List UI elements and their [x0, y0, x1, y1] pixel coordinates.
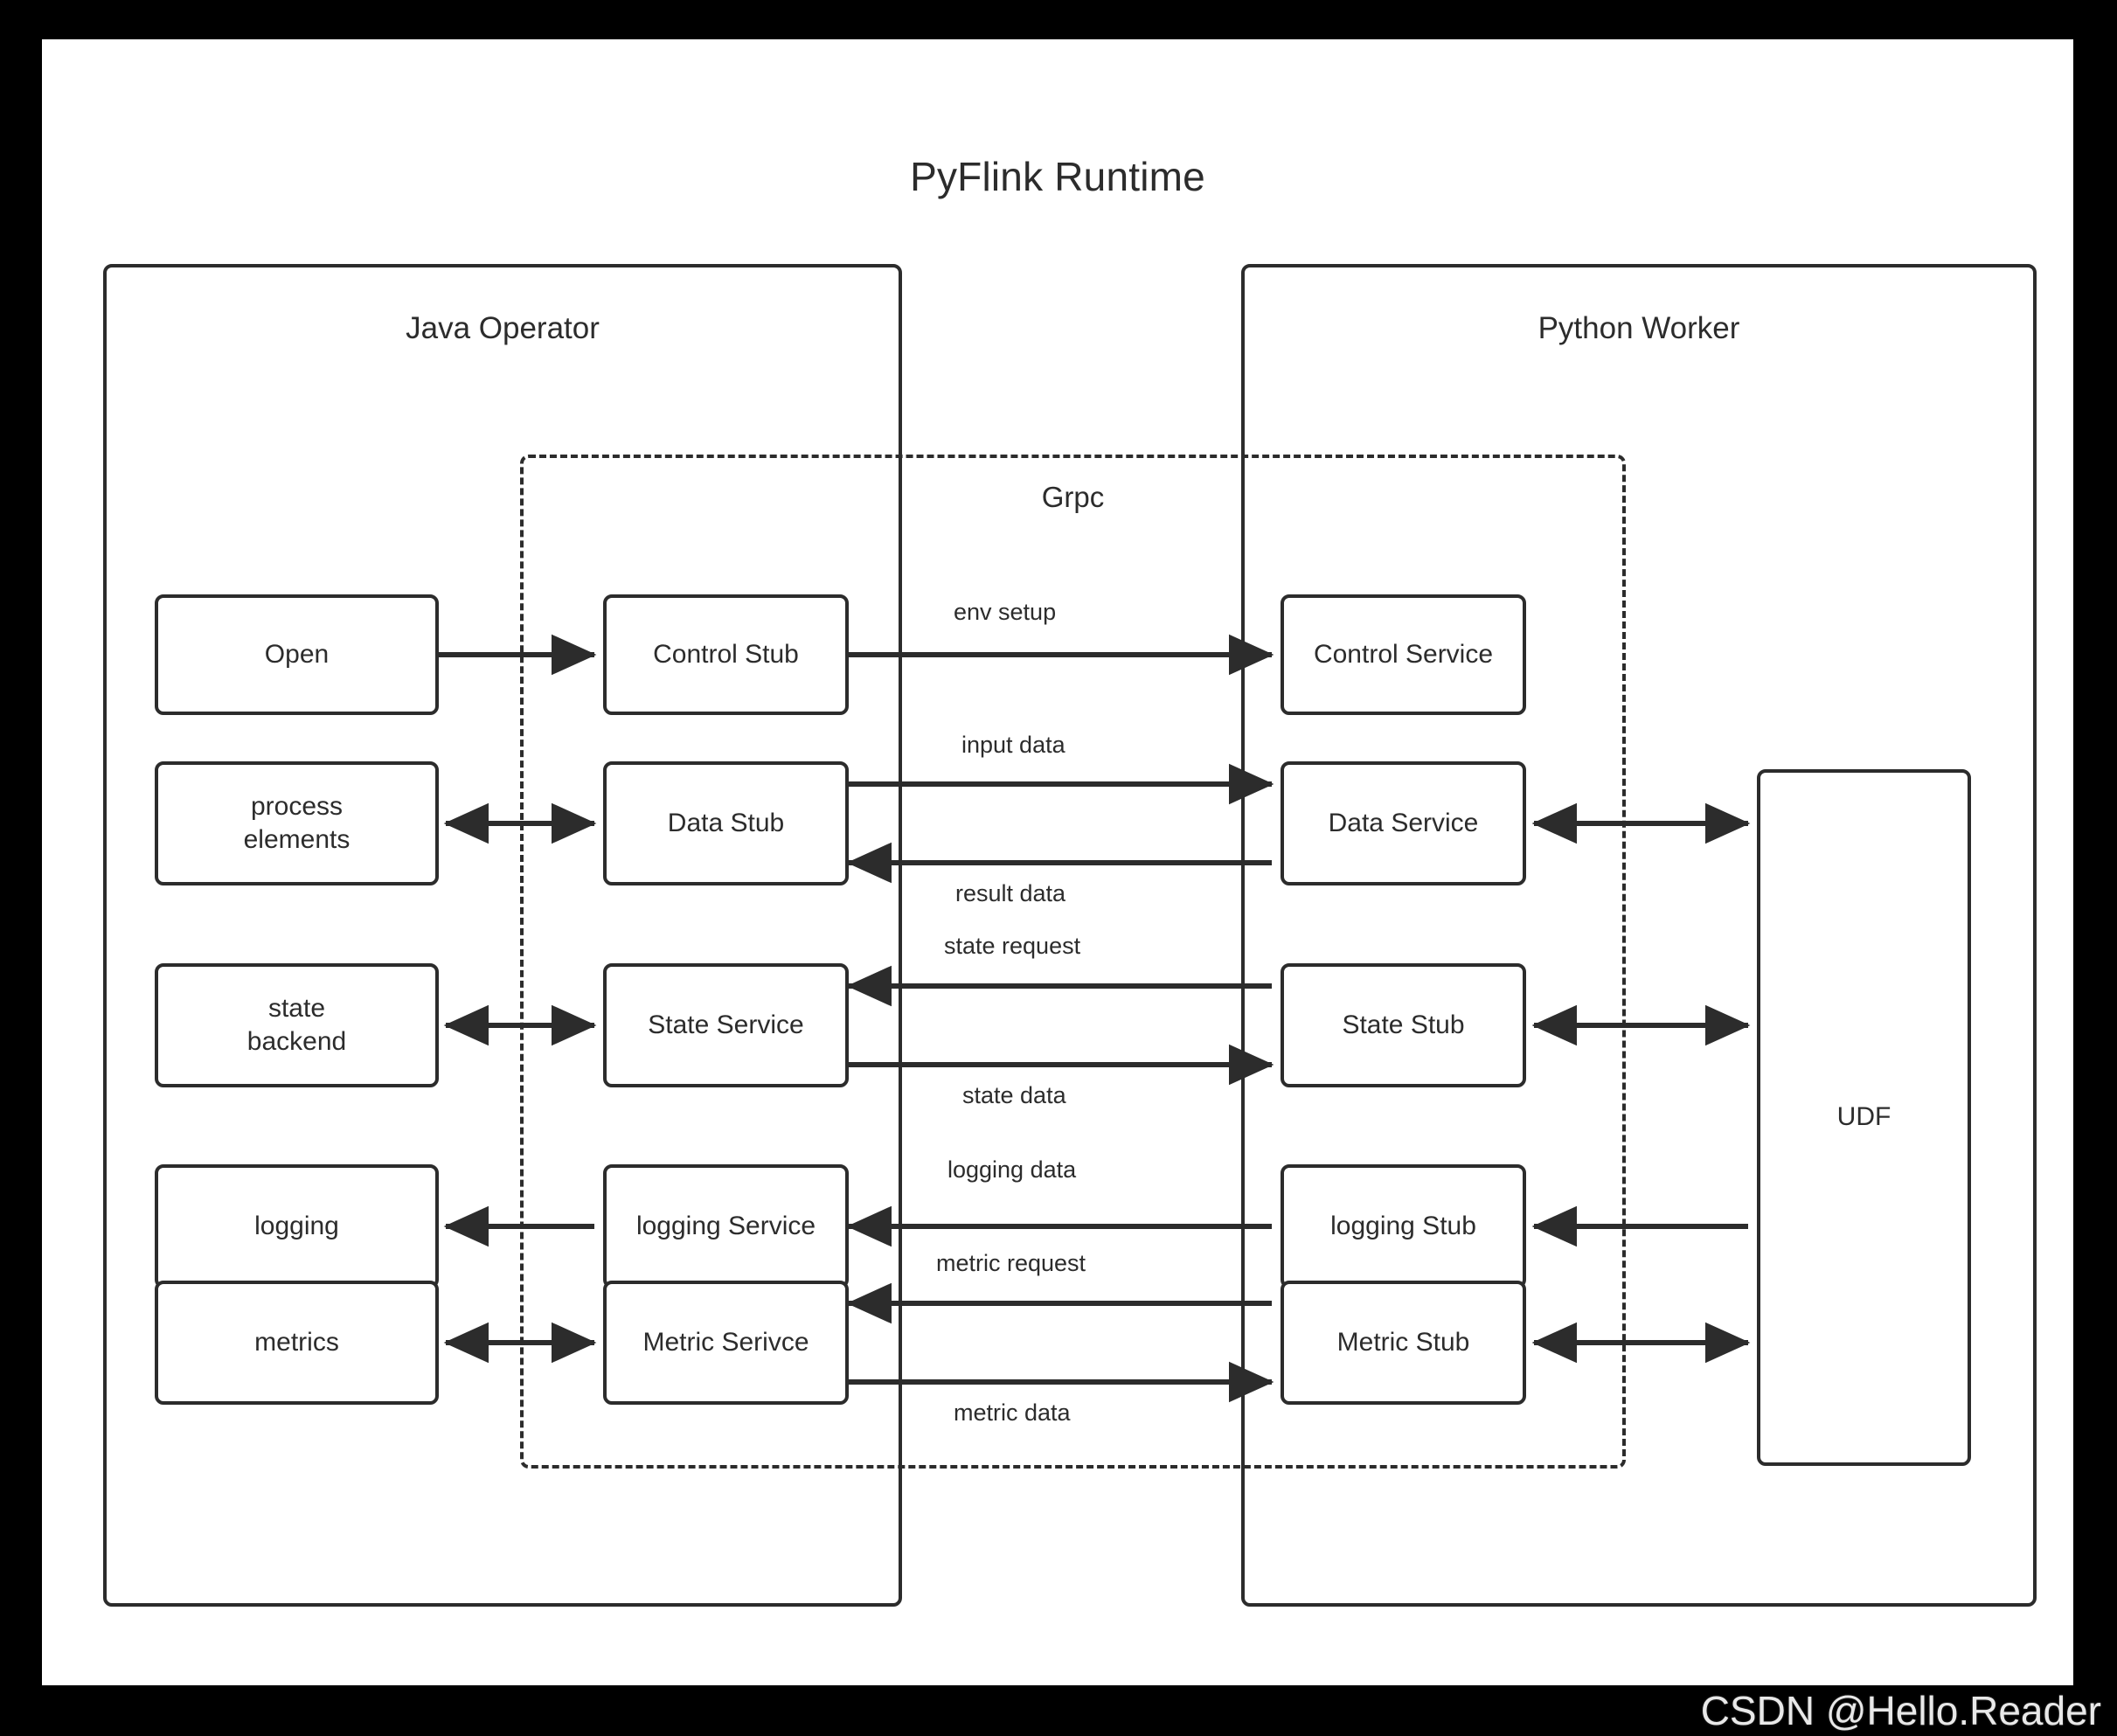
node-process-elements-label: process elements: [243, 791, 351, 854]
node-state-service[interactable]: State Service: [603, 963, 849, 1087]
node-data-service-label: Data Service: [1328, 808, 1479, 837]
node-udf[interactable]: UDF: [1757, 769, 1971, 1466]
node-metrics[interactable]: metrics: [155, 1281, 439, 1405]
edge-label-metric-data: metric data: [954, 1399, 1071, 1426]
node-metric-service-label: Metric Serivce: [642, 1327, 809, 1357]
node-logging-stub[interactable]: logging Stub: [1281, 1164, 1526, 1288]
node-state-backend-label: state backend: [246, 993, 347, 1056]
node-control-stub[interactable]: Control Stub: [603, 594, 849, 715]
node-logging-label: logging: [254, 1211, 339, 1240]
node-metric-stub[interactable]: Metric Stub: [1281, 1281, 1526, 1405]
edge-label-logging-data: logging data: [947, 1156, 1077, 1183]
node-state-service-label: State Service: [648, 1010, 804, 1039]
node-logging-service[interactable]: logging Service: [603, 1164, 849, 1288]
node-metric-stub-label: Metric Stub: [1336, 1327, 1470, 1357]
grpc-label: Grpc: [1041, 481, 1105, 513]
node-data-stub[interactable]: Data Stub: [603, 761, 849, 885]
node-control-service-label: Control Service: [1313, 639, 1494, 669]
edge-label-env-setup: env setup: [954, 599, 1057, 625]
node-data-service[interactable]: Data Service: [1281, 761, 1526, 885]
node-control-service[interactable]: Control Service: [1281, 594, 1526, 715]
edge-label-metric-request: metric request: [936, 1250, 1086, 1276]
watermark: CSDN @Hello.Reader: [1700, 1688, 2101, 1733]
node-control-stub-label: Control Stub: [653, 639, 799, 669]
panel-python-worker-label: Python Worker: [1537, 311, 1740, 345]
node-metric-service[interactable]: Metric Serivce: [603, 1281, 849, 1405]
edge-label-state-request: state request: [944, 933, 1081, 959]
node-open[interactable]: Open: [155, 594, 439, 715]
node-logging-service-label: logging Service: [635, 1211, 816, 1240]
node-udf-label: UDF: [1836, 1102, 1891, 1132]
edge-label-input-data: input data: [961, 732, 1065, 758]
grpc-boundary: [520, 455, 1626, 1469]
diagram-canvas: PyFlink Runtime Java Operator Python Wor…: [42, 39, 2073, 1685]
edge-label-result-data: result data: [955, 880, 1066, 906]
edge-label-state-data: state data: [962, 1082, 1066, 1108]
page-title: PyFlink Runtime: [910, 154, 1205, 199]
node-state-backend[interactable]: state backend: [155, 963, 439, 1087]
node-state-stub-label: State Stub: [1342, 1010, 1465, 1039]
node-open-label: Open: [264, 639, 330, 669]
panel-java-operator: Java Operator: [103, 264, 902, 1607]
node-metrics-label: metrics: [254, 1327, 339, 1357]
panel-java-operator-label: Java Operator: [406, 311, 600, 345]
node-state-stub[interactable]: State Stub: [1281, 963, 1526, 1087]
node-data-stub-label: Data Stub: [667, 808, 785, 837]
panel-python-worker: Python Worker: [1241, 264, 2037, 1607]
node-logging-stub-label: logging Stub: [1330, 1211, 1476, 1240]
node-process-elements[interactable]: process elements: [155, 761, 439, 885]
node-logging[interactable]: logging: [155, 1164, 439, 1288]
